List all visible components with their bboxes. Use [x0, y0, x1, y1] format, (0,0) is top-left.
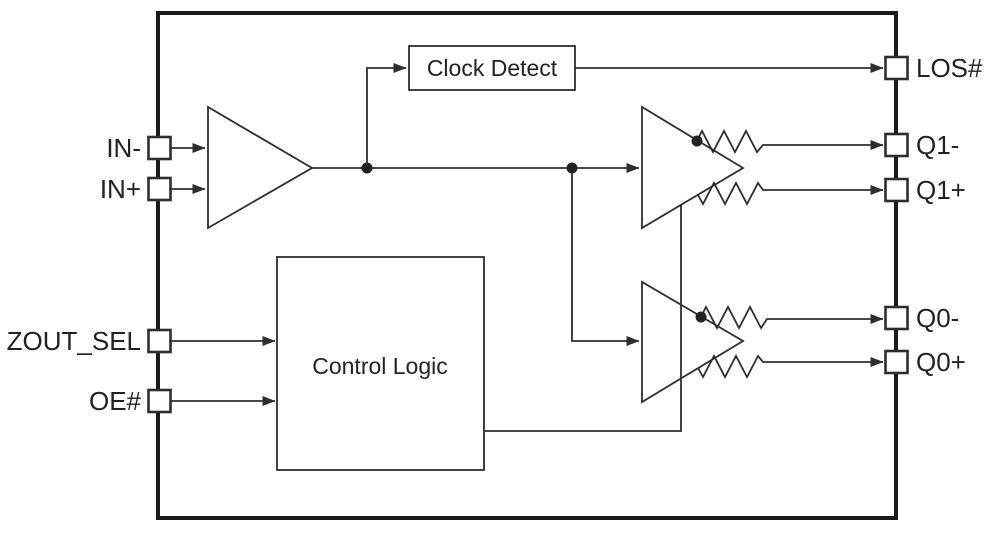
- pin-oe-square: [147, 388, 172, 414]
- pin-in-plus-square: [147, 176, 172, 202]
- pin-q0-minus-label: Q0-: [916, 303, 959, 333]
- pin-in-minus-square: [147, 135, 172, 161]
- pin-los-square: [884, 55, 909, 81]
- pin-q0-minus: Q0-: [884, 303, 959, 333]
- pin-zout-sel-label: ZOUT_SEL: [7, 326, 141, 356]
- pin-q0-plus: Q0+: [884, 347, 966, 377]
- resistor-q1-minus: [696, 129, 884, 154]
- pin-q1-minus: Q1-: [884, 130, 959, 160]
- pin-in-plus-label: IN+: [100, 174, 141, 204]
- wire-control-logic-enable: [484, 205, 682, 432]
- pin-in-minus-label: IN-: [106, 133, 141, 163]
- pin-q0-plus-square: [884, 349, 909, 375]
- pin-q0-minus-square: [884, 305, 909, 331]
- pin-los: LOS#: [884, 53, 983, 83]
- pin-zout-sel-square: [147, 328, 172, 354]
- pin-q1-plus-square: [884, 177, 909, 203]
- pin-q1-minus-square: [884, 132, 909, 158]
- q0-output-driver-triangle: [641, 280, 745, 404]
- chip-outline: [156, 11, 898, 520]
- pin-q1-plus-label: Q1+: [916, 175, 966, 205]
- clock-detect-box: [408, 45, 576, 91]
- junction-dot-clock-branch: [361, 162, 373, 174]
- q1-output-driver-triangle: [641, 105, 745, 230]
- input-buffer-triangle: [207, 105, 314, 230]
- pin-q1-minus-label: Q1-: [916, 130, 959, 160]
- resistor-q1-plus: [697, 181, 884, 206]
- pin-zout-sel: ZOUT_SEL: [7, 326, 172, 356]
- wire-to-q0-driver: [571, 168, 640, 346]
- pin-in-minus: IN-: [106, 133, 172, 163]
- pin-oe: OE#: [89, 386, 172, 416]
- resistor-q0-plus: [697, 354, 884, 379]
- wire-to-clock-detect: [366, 63, 407, 168]
- pin-oe-label: OE#: [89, 386, 142, 416]
- pin-in-plus: IN+: [100, 174, 172, 204]
- junction-dot-q0-resistor: [695, 311, 707, 323]
- pin-q0-plus-label: Q0+: [916, 347, 966, 377]
- pin-los-label: LOS#: [916, 53, 983, 83]
- control-logic-label: Control Logic: [312, 353, 448, 379]
- junction-dot-q1-resistor: [691, 135, 703, 147]
- resistor-q0-minus: [700, 305, 884, 330]
- control-logic-box: [276, 256, 485, 471]
- junction-dot-q0-branch: [566, 162, 578, 174]
- clock-detect-label: Clock Detect: [427, 55, 558, 81]
- pin-q1-plus: Q1+: [884, 175, 966, 205]
